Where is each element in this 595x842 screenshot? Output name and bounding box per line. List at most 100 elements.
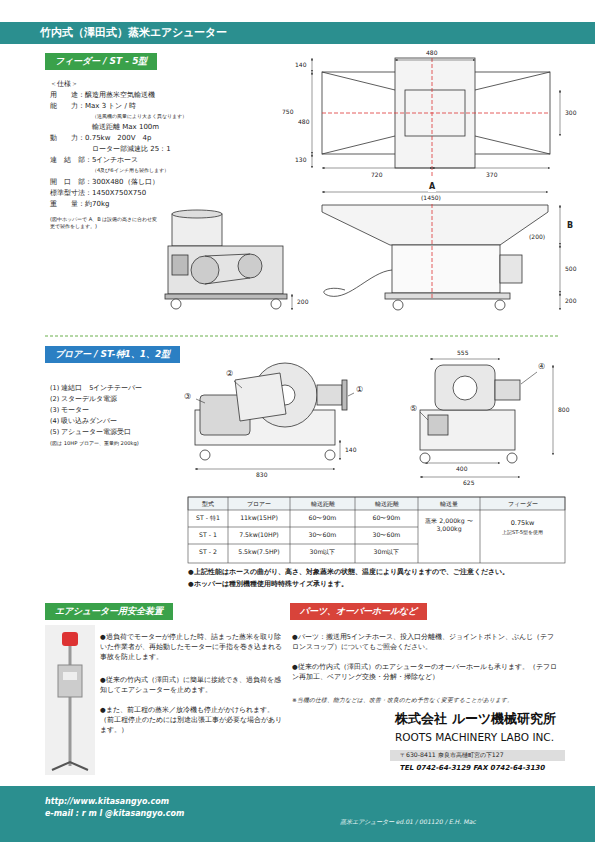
spec-table <box>290 497 291 563</box>
dimension-label: A <box>428 182 436 192</box>
feeder-illustration <box>205 278 250 284</box>
text-block: ROOTS MACHINERY LABO INC. <box>395 731 554 745</box>
text-block: (図中ホッパーで A、B は設備の高さに合わせ変更で製作をします。) <box>50 216 160 230</box>
spec-table <box>188 497 565 510</box>
text-block: (4) 吸い込みダンパー <box>50 417 117 425</box>
feeder-top-view <box>322 136 395 154</box>
safety-device-photo <box>62 632 78 646</box>
text-block: ●過負荷でモーターが停止した時、詰まった蒸米を取り除いた作業者が、再始動したモー… <box>100 632 285 662</box>
feeder-top-view <box>475 72 550 90</box>
feeder-illustration <box>172 210 222 218</box>
text-block: 蒸米エアシューター ed.01 / 001120 / E.H. Mac <box>340 818 476 826</box>
blower-side-view <box>325 450 335 460</box>
dimension-line <box>425 463 500 464</box>
blower-front-view <box>495 380 520 400</box>
feeder-illustration <box>168 246 283 294</box>
safety-device-photo <box>58 665 82 697</box>
table-cell: 0.75kw <box>480 519 565 527</box>
dimension-label: 750 <box>281 108 294 116</box>
feeder-side-view <box>432 198 433 300</box>
leader-line <box>196 372 537 420</box>
spec-table <box>188 497 565 563</box>
dimension-label: 140 <box>344 446 357 454</box>
text-block: ●ホッパーは種別機種使用時特殊サイズ承ります。 <box>188 579 568 589</box>
feeder-illustration <box>165 210 287 309</box>
blower-front-view <box>428 415 448 435</box>
callout-number: ④ <box>538 362 545 372</box>
dimension-label: 140 <box>294 61 307 69</box>
text-block: (2) スターデルタ電源 <box>50 395 117 403</box>
table-cell: 30m以下 <box>290 548 355 556</box>
safety-device-photo <box>52 762 88 770</box>
dimension-line <box>195 469 335 470</box>
table-cell: 輸送距離 <box>290 500 355 508</box>
blower-front-view <box>507 453 517 463</box>
dimension-line <box>560 205 561 245</box>
leader-line <box>420 412 428 420</box>
spec-table <box>188 497 565 563</box>
text-block: ●上記性能はホースの曲がり、高さ、対象蒸米の状態、温度により異なりますので、ご注… <box>188 567 568 577</box>
spec-table <box>188 544 418 545</box>
blower-side-view <box>200 450 210 460</box>
section-header: ブロアー / ST-特1、1、2型 <box>45 346 180 363</box>
table-cell: ST - 1 <box>188 531 228 539</box>
feeder-illustration <box>271 299 281 309</box>
text-block: 〒630-8411 奈良市高樋町宮の下127 <box>400 751 504 759</box>
title-band: 竹内式（澤田式）蒸米エアシューター <box>0 22 595 44</box>
safety-device-photo <box>69 646 72 766</box>
text-block: 動 力：0.75kw 200V 4p <box>50 134 151 143</box>
table-cell: 60〜90m <box>355 514 418 522</box>
feeder-side-view <box>322 205 548 245</box>
header-text: ブロアー / ST-特1、1、2型 <box>55 348 170 361</box>
blower-front-view <box>420 410 515 450</box>
dimension-label: 130 <box>294 156 307 164</box>
dimension-label: 800 <box>557 406 570 414</box>
text-block: （送風機の風量により大きく異なります） <box>92 113 187 120</box>
text-block: （4及び6インチ用も製作します） <box>92 167 169 174</box>
header-text: パーツ、オーバーホールなど <box>300 605 417 618</box>
dimension-line <box>553 365 554 455</box>
dimension-line <box>195 58 560 477</box>
dimension-line <box>292 294 293 310</box>
blower-front-view <box>420 365 520 463</box>
footer-band: http://www.kitasangyo.come-mail : r m l … <box>0 786 595 842</box>
text-block: (図は 10HP ブロアー、重量約 200kg) <box>50 440 139 447</box>
leader-line <box>521 372 537 384</box>
safety-device-photo <box>63 672 77 680</box>
dimension-label: 500 <box>564 265 577 273</box>
text-block: (3) モーター <box>50 406 89 414</box>
page-title: 竹内式（澤田式）蒸米エアシューター <box>0 22 595 44</box>
spec-table <box>418 497 419 563</box>
dimension-label: 200 <box>296 298 309 306</box>
dimension-line <box>430 359 500 360</box>
header-text: フィーダー / ST - 5型 <box>55 55 147 68</box>
table-cell: 輸送距離 <box>355 500 418 508</box>
dimension-label: B <box>566 221 574 231</box>
feeder-side-view <box>500 255 522 283</box>
spec-table <box>480 497 481 563</box>
safety-device-photo <box>45 625 95 775</box>
dimension-label: 300 <box>564 109 577 117</box>
text-block: ※当機の仕様、能力などは、改善・改良のため予告なく変更することがあります。 <box>292 697 562 705</box>
table-cell: 30m以下 <box>355 548 418 556</box>
section-header: エアシューター用安全装置 <box>45 603 173 620</box>
feeder-top-view <box>322 72 395 90</box>
table-cell: ブロアー <box>228 500 290 508</box>
dimension-line <box>420 477 520 478</box>
dimension-label: (1450) <box>420 194 442 202</box>
table-cell: 30〜60m <box>290 531 355 539</box>
table-cell: ST - 2 <box>188 548 228 556</box>
text-block: TEL 0742-64-3129 FAX 0742-64-3130 <box>400 764 545 773</box>
text-block: 連 結 部：5インチホース <box>50 156 138 165</box>
table-cell: 上記ST-5型を使用 <box>480 529 565 536</box>
table-cell: 5.5kw(7.5HP) <box>228 548 290 556</box>
text-block: ローター部減速比 25：1 <box>92 145 171 154</box>
feeder-top-view <box>322 52 550 176</box>
text-block: (5) アシューター電源受口 <box>50 428 131 436</box>
spec-table <box>188 527 418 528</box>
text-block: (1) 連結口 5インチテーパー <box>50 384 142 392</box>
address-band <box>390 750 565 761</box>
dimension-label: (200) <box>528 233 546 241</box>
dimension-line <box>312 72 313 154</box>
